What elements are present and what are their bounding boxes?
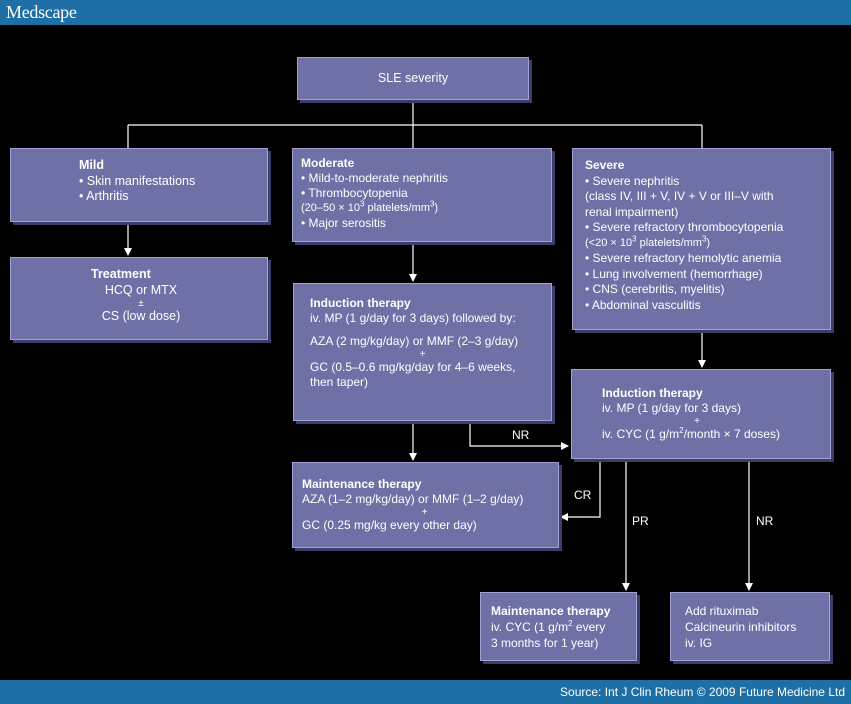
treatment-title: Treatment <box>91 267 151 281</box>
maintenance-1-line2: GC (0.25 mg/kg every other day) <box>302 518 477 532</box>
severe-item-nephritis: • Severe nephritis <box>585 173 680 188</box>
moderate-box: Moderate • Mild-to-moderate nephritis • … <box>292 148 552 242</box>
severe-item-cns: • CNS (cerebritis, myelitis) <box>585 282 725 296</box>
severe-induction-plus: + <box>694 416 700 427</box>
medscape-logo: Medscape <box>6 2 77 22</box>
maintenance-2-line2: 3 months for 1 year) <box>491 636 599 650</box>
arrow-cr-to-maintenance <box>560 459 601 521</box>
moderate-induction-plus: + <box>419 349 426 360</box>
rescue-line3: iv. IG <box>685 636 713 650</box>
header-bar: Medscape <box>0 0 851 25</box>
label-pr: PR <box>632 514 649 528</box>
maintenance-2-title: Maintenance therapy <box>491 604 611 618</box>
maintenance-box-2: Maintenance therapy iv. CYC (1 g/m2 ever… <box>480 592 637 661</box>
sle-severity-box: SLE severity <box>297 57 529 100</box>
footer-bar: Source: Int J Clin Rheum © 2009 Future M… <box>0 680 851 704</box>
severe-item-nephritis-class: (class IV, III + V, IV + V or III–V with <box>585 189 774 203</box>
mild-treatment-box: Treatment HCQ or MTX ± CS (low dose) <box>10 257 268 340</box>
treatment-pm: ± <box>138 298 144 309</box>
label-nr-2: NR <box>756 514 774 528</box>
moderate-item-nephritis: • Mild-to-moderate nephritis <box>301 171 448 185</box>
severe-title: Severe <box>585 158 625 172</box>
moderate-induction-line2: AZA (2 mg/kg/day) or MMF (2–3 g/day) <box>310 334 519 348</box>
maintenance-box-1: Maintenance therapy AZA (1–2 mg/kg/day) … <box>292 462 559 548</box>
severe-induction-line1: iv. MP (1 g/day for 3 days) <box>602 401 741 415</box>
rescue-therapy-box: Add rituximab Calcineurin inhibitors iv.… <box>670 592 830 661</box>
label-cr: CR <box>574 488 592 502</box>
maintenance-1-line1: AZA (1–2 mg/kg/day) or MMF (1–2 g/day) <box>302 492 524 506</box>
source-credit: Source: Int J Clin Rheum © 2009 Future M… <box>560 685 845 699</box>
rescue-line2: Calcineurin inhibitors <box>685 620 797 634</box>
moderate-induction-title: Induction therapy <box>310 296 411 310</box>
severe-item-thrombocytopenia: • Severe refractory thrombocytopenia <box>585 220 784 234</box>
moderate-induction-line1: iv. MP (1 g/day for 3 days) followed by: <box>310 311 516 325</box>
severe-induction-box: Induction therapy iv. MP (1 g/day for 3 … <box>571 369 831 459</box>
mild-box: Mild • Skin manifestations • Arthritis <box>10 148 268 222</box>
severe-item-vasculitis: • Abdominal vasculitis <box>585 297 701 312</box>
severe-induction-title: Induction therapy <box>602 386 703 400</box>
moderate-title: Moderate <box>301 156 355 170</box>
treatment-line1: HCQ or MTX <box>104 282 178 297</box>
severe-box: Severe • Severe nephritis (class IV, III… <box>572 148 831 330</box>
mild-title: Mild <box>79 158 104 172</box>
rescue-line1: Add rituximab <box>685 604 759 618</box>
moderate-item-platelets: (20–50 × 103 platelets/mm3) <box>301 199 439 214</box>
treatment-line2: CS (low dose) <box>101 309 181 323</box>
maintenance-2-line1: iv. CYC (1 g/m2 every <box>491 619 606 635</box>
moderate-item-serositis: • Major serositis <box>301 216 386 230</box>
label-nr-1: NR <box>512 428 530 442</box>
mild-item-skin: • Skin manifestations <box>79 173 196 188</box>
maintenance-1-title: Maintenance therapy <box>302 477 422 491</box>
sle-severity-title: SLE severity <box>377 71 449 85</box>
maintenance-1-plus: + <box>421 507 428 518</box>
moderate-induction-box: Induction therapy iv. MP (1 g/day for 3 … <box>293 283 552 421</box>
moderate-item-thrombocytopenia: • Thrombocytopenia <box>301 186 408 200</box>
mild-item-arthritis: • Arthritis <box>79 189 129 203</box>
severe-item-anemia: • Severe refractory hemolytic anemia <box>585 251 782 265</box>
severe-item-lung: • Lung involvement (hemorrhage) <box>585 266 763 281</box>
severe-induction-line2: iv. CYC (1 g/m2/month × 7 doses) <box>602 426 780 442</box>
moderate-induction-line4: then taper) <box>310 375 369 389</box>
severe-item-renal: renal impairment) <box>585 204 679 219</box>
severe-item-platelets: (<20 × 103 platelets/mm3) <box>585 233 711 249</box>
moderate-induction-line3: GC (0.5–0.6 mg/kg/day for 4–6 weeks, <box>310 360 516 374</box>
arrow-nr-to-severe-induction <box>469 424 569 450</box>
